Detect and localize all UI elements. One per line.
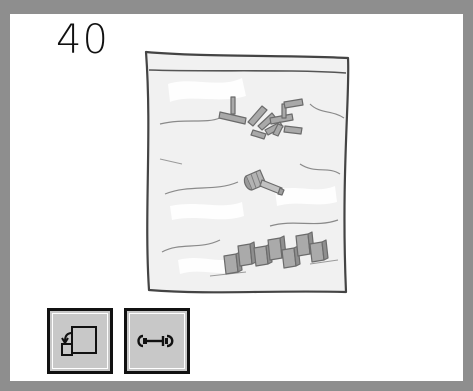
instruction-panel: 40 <box>10 14 463 381</box>
rotate-view-icon <box>50 311 110 371</box>
connector-button[interactable] <box>124 308 190 374</box>
rotate-view-button[interactable] <box>47 308 113 374</box>
connector-icon <box>127 311 187 371</box>
